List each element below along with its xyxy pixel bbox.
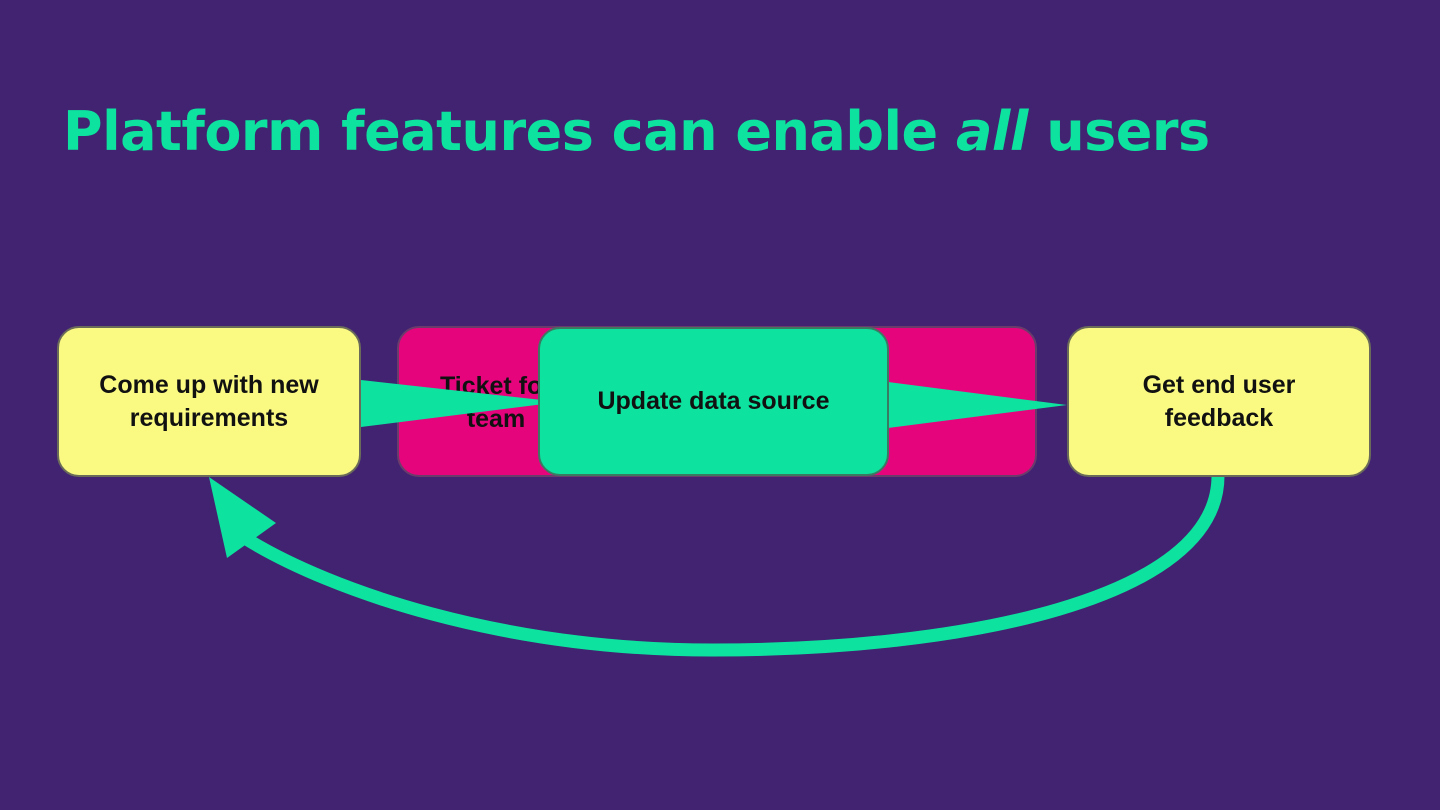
feedback-box: Get end user feedback — [1067, 326, 1371, 477]
title-text-end: users — [1027, 100, 1210, 163]
title-text-start: Platform features can enable — [63, 100, 956, 163]
update-box-label: Update data source — [597, 387, 830, 415]
update-data-source-box: Update data source — [538, 327, 889, 476]
feedback-loop-arrowhead — [209, 477, 276, 558]
requirements-box: Come up with new requirements — [57, 326, 361, 477]
requirements-label-line2: requirements — [129, 403, 289, 432]
feedback-label-line2: feedback — [1164, 403, 1274, 432]
feedback-label-line1: Get end user — [1142, 370, 1296, 399]
arrow-requirements-to-update — [361, 380, 560, 427]
title-emphasis: all — [955, 100, 1028, 163]
requirements-box-label: Come up with new requirements — [99, 369, 318, 435]
arrow-update-to-feedback — [880, 381, 1067, 429]
feedback-box-label: Get end user feedback — [1143, 369, 1296, 435]
feedback-loop-arrow — [244, 475, 1225, 657]
requirements-label-line1: Come up with new — [99, 370, 319, 399]
slide-title: Platform features can enable all users — [63, 100, 1210, 163]
